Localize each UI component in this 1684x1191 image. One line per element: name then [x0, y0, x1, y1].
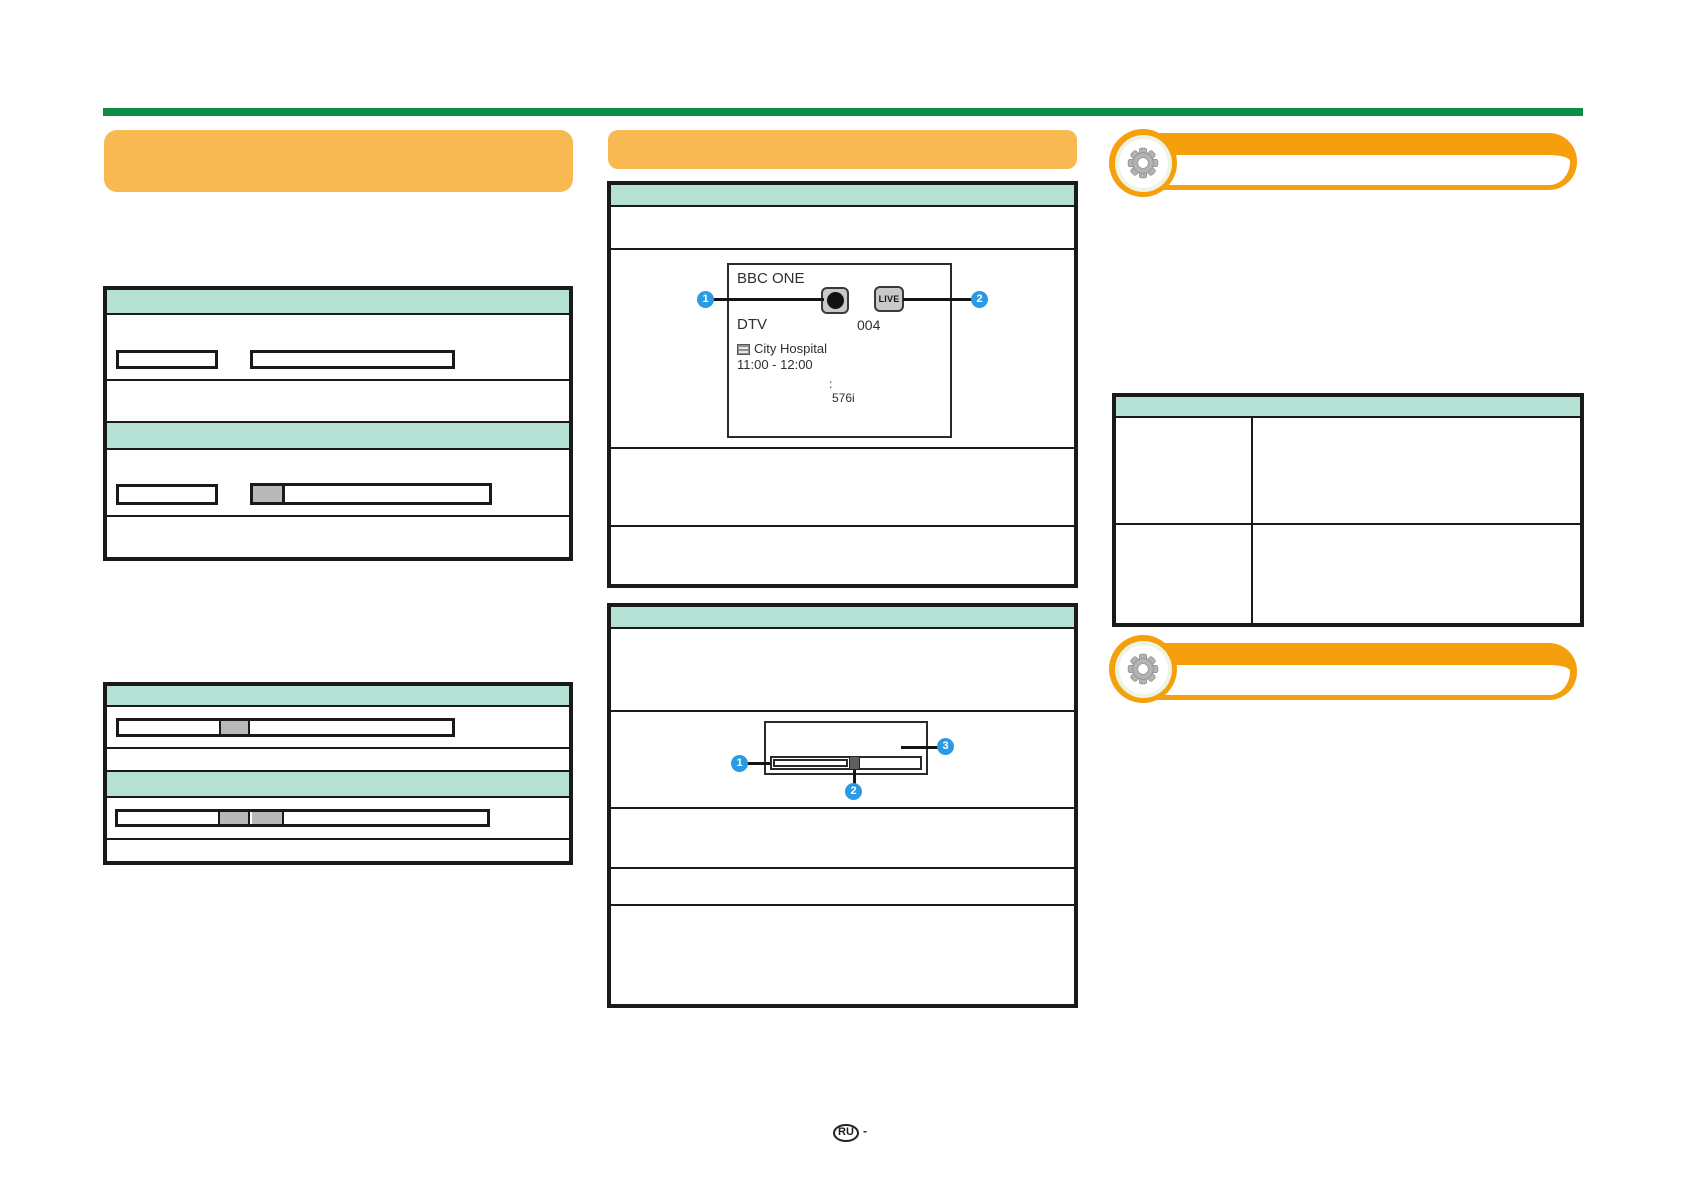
page-number-separator: -	[862, 1124, 867, 1138]
programme-icon	[737, 344, 750, 355]
row-divider	[107, 379, 569, 381]
slider-fill-segment	[219, 721, 250, 734]
osd-video-format: 576i	[832, 391, 855, 405]
channel-info-osd: BBC ONE LIVE DTV 004 City Hospital 11:00…	[727, 263, 952, 438]
osd-colon: :	[829, 377, 833, 391]
table-header-band	[107, 770, 569, 798]
row-divider	[107, 838, 569, 840]
key-box-wide	[250, 350, 455, 369]
key-box-small	[116, 484, 218, 505]
page-footer: RU-	[790, 1124, 910, 1142]
progress-position-marker	[849, 756, 860, 770]
row-divider	[107, 515, 569, 517]
callout-marker-2: 2	[845, 783, 862, 800]
gear-icon	[1127, 147, 1159, 179]
hint-badge-bottom	[1109, 635, 1177, 703]
record-dot-icon	[826, 292, 844, 309]
callout-marker-2: 2	[971, 291, 988, 308]
gear-icon	[1127, 653, 1159, 685]
record-status-icon	[821, 287, 849, 314]
slider-fill-segment	[253, 486, 285, 502]
row-divider	[107, 747, 569, 749]
left-table-1	[103, 286, 573, 561]
table-header-band	[107, 290, 569, 315]
hint-callout-top	[1146, 133, 1577, 190]
table-header-band	[611, 185, 1074, 207]
callout-line	[746, 762, 770, 765]
row-divider	[611, 710, 1074, 712]
row-divider	[611, 867, 1074, 869]
table-header-band	[107, 421, 569, 450]
callout-line	[903, 298, 973, 301]
table-header-band	[107, 686, 569, 707]
middle-section-header	[608, 130, 1077, 169]
live-badge: LIVE	[874, 286, 904, 312]
osd-channel-number: 004	[857, 317, 881, 333]
callout-line	[901, 746, 938, 749]
callout-marker-1: 1	[697, 291, 714, 308]
osd-programme-title: City Hospital	[754, 341, 827, 356]
right-table	[1112, 393, 1584, 627]
callout-line	[853, 770, 856, 784]
osd-channel-name: BBC ONE	[737, 270, 805, 287]
callout-marker-3: 3	[937, 738, 954, 755]
callout-line	[706, 298, 824, 301]
row-divider	[611, 904, 1074, 906]
slider-fill-segment	[218, 812, 250, 824]
progress-elapsed-segment	[773, 759, 848, 767]
region-code-badge: RU	[833, 1124, 859, 1142]
row-divider	[611, 525, 1074, 527]
osd-time-range: 11:00 - 12:00	[737, 357, 813, 372]
row-divider	[1116, 523, 1580, 525]
hint-badge-core	[1118, 644, 1168, 694]
left-table-2	[103, 682, 573, 865]
live-badge-label: LIVE	[878, 294, 900, 304]
hint-badge-top	[1109, 129, 1177, 197]
callout-marker-1: 1	[731, 755, 748, 772]
hint-badge-ring	[1114, 640, 1172, 698]
table-header-band	[611, 607, 1074, 629]
row-divider	[611, 447, 1074, 449]
osd-broadcast-type: DTV	[737, 316, 767, 333]
menu-slider-bar	[116, 718, 455, 737]
middle-table-progress	[607, 603, 1078, 1008]
row-divider	[611, 248, 1074, 250]
slider-fill-segment	[252, 812, 284, 824]
menu-slider-bar	[250, 483, 492, 505]
top-green-rule	[103, 108, 1583, 116]
row-divider	[611, 807, 1074, 809]
key-box-small	[116, 350, 218, 369]
menu-slider-bar	[115, 809, 490, 827]
column-divider	[1251, 418, 1253, 623]
middle-table-osd: BBC ONE LIVE DTV 004 City Hospital 11:00…	[607, 181, 1078, 588]
left-section-header	[104, 130, 573, 192]
hint-badge-ring	[1114, 134, 1172, 192]
hint-callout-bottom	[1146, 643, 1577, 700]
table-header-band	[1116, 397, 1580, 418]
hint-badge-core	[1118, 138, 1168, 188]
